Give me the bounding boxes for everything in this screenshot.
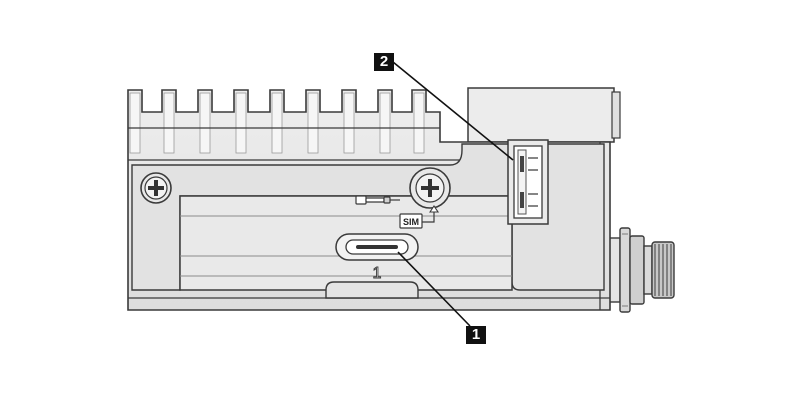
- usb-c-port: [335, 233, 419, 261]
- sim-label: SIM: [403, 217, 419, 227]
- screw-right: [409, 167, 451, 209]
- usb-a-port: [507, 139, 549, 225]
- antenna-connector: [605, 227, 675, 313]
- callout-2-leader-line: [392, 61, 514, 161]
- callout-1-leader-line: [397, 251, 471, 327]
- port-number-label: 1: [373, 265, 382, 282]
- heatsink-fins: [129, 92, 425, 154]
- sim-card-icon: SIM: [399, 205, 440, 229]
- callout-badge-2: 2: [374, 53, 394, 71]
- callout-badge-1: 1: [466, 326, 486, 344]
- top-cap-block: [467, 87, 621, 143]
- screw-left: [140, 172, 172, 204]
- sim-tool-icon: [355, 195, 400, 205]
